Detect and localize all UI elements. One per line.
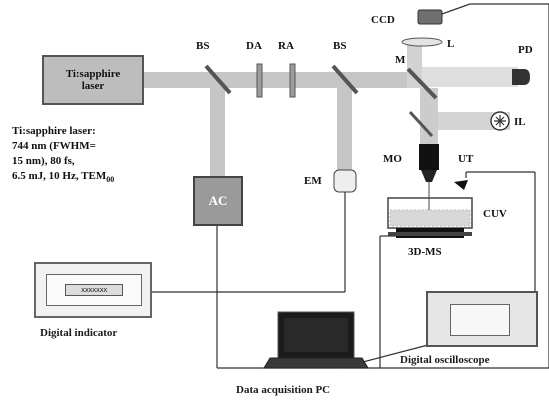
- laser-label-line1: Ti:sapphire: [65, 68, 121, 80]
- label-ra: RA: [278, 40, 294, 52]
- microscope-objective: [419, 144, 439, 170]
- energy-meter: [333, 169, 357, 193]
- label-bs-1: BS: [196, 40, 210, 52]
- caption-data-acquisition-pc: Data acquisition PC: [236, 384, 331, 396]
- tem-subscript: 00: [106, 175, 115, 185]
- label-il: IL: [514, 116, 526, 128]
- spec-line: 6.5 mJ, 10 Hz, TEM: [12, 170, 107, 182]
- dichroic-mirror: [408, 110, 434, 138]
- beam-to-ccd: [407, 40, 422, 88]
- stage-base: [388, 232, 472, 236]
- label-bs-2: BS: [333, 40, 347, 52]
- label-m: M: [395, 54, 406, 66]
- ac-label: AC: [208, 193, 228, 208]
- autocorrelator: AC: [193, 176, 243, 226]
- label-ut: UT: [458, 153, 474, 165]
- main-beam: [144, 72, 422, 88]
- ultrasonic-transducer: [454, 180, 468, 190]
- retarder: [289, 63, 296, 98]
- label-em: EM: [304, 175, 322, 187]
- objective-tip: [421, 170, 437, 182]
- indicator-panel: xxxxxxx: [46, 274, 142, 306]
- laser-label-line2: laser: [81, 80, 105, 92]
- beam-to-pd: [422, 67, 518, 87]
- lamp-rays-icon: [494, 115, 506, 127]
- photodiode: [512, 69, 530, 85]
- oscilloscope-screen: [450, 304, 510, 336]
- spec-line-mode: 6.5 mJ, 10 Hz, TEM00: [12, 169, 114, 187]
- laser-specifications: Ti:sapphire laser: 744 nm (FWHM= 15 nm),…: [12, 124, 114, 187]
- digital-indicator: xxxxxxx: [34, 262, 152, 318]
- indicator-display: xxxxxxx: [65, 284, 123, 296]
- label-cuv: CUV: [483, 208, 507, 220]
- ccd-camera: [417, 9, 443, 25]
- label-pd: PD: [518, 44, 533, 56]
- mirror: [406, 67, 438, 100]
- beam-to-em: [337, 88, 352, 170]
- spec-line: 15 nm), 80 fs,: [12, 155, 75, 167]
- label-3d-ms: 3D-MS: [408, 246, 442, 258]
- digital-oscilloscope: [426, 291, 538, 347]
- cuvette-liquid: [389, 209, 471, 227]
- spec-line: Ti:sapphire laser:: [12, 125, 96, 137]
- attenuator: [256, 63, 263, 98]
- beam-splitter-2: [331, 64, 359, 95]
- laptop-base: [263, 357, 369, 369]
- caption-digital-indicator: Digital indicator: [40, 327, 118, 339]
- spec-line: 744 nm (FWHM=: [12, 140, 96, 152]
- label-ccd: CCD: [371, 14, 395, 26]
- laptop-display: [284, 318, 348, 352]
- beam-splitter-1: [204, 64, 232, 95]
- label-l: L: [447, 38, 455, 50]
- ccd-cable: [441, 3, 471, 15]
- laser-source: Ti:sapphire laser: [42, 55, 144, 105]
- lens: [401, 37, 443, 47]
- beam-to-ac: [210, 88, 225, 176]
- label-da: DA: [246, 40, 262, 52]
- caption-digital-oscilloscope: Digital oscilloscope: [400, 354, 490, 366]
- label-mo: MO: [383, 153, 402, 165]
